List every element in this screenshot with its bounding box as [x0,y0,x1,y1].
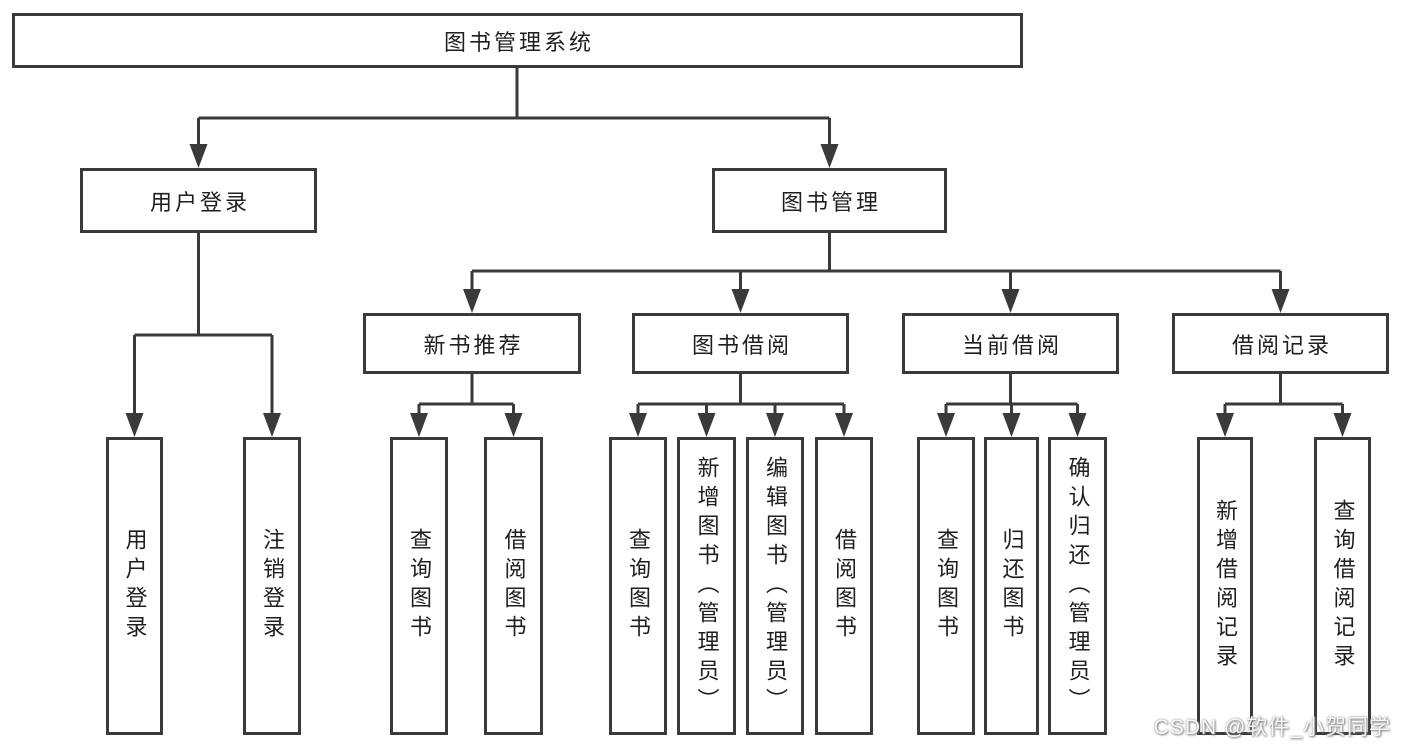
node-book-borrow: 图书借阅 [632,313,849,374]
leaf-cb-return-books-label: 归还图书 [999,528,1025,644]
arrowhead [189,144,208,168]
leaf-nbr-query-books-label: 查询图书 [407,528,432,644]
arrowhead [1271,289,1290,313]
arrowhead [835,413,853,437]
node-new-book-recommend-label: 新书推荐 [423,332,524,358]
leaf-user-login-label: 用户登录 [122,528,148,644]
connector-user-login-children [133,233,274,415]
leaf-br-add-record: 新增借阅记录 [1197,437,1253,735]
leaf-bb-borrow-books-label: 借阅图书 [832,528,857,644]
leaf-br-query-record: 查询借阅记录 [1314,437,1371,735]
node-new-book-recommend: 新书推荐 [363,313,581,374]
leaf-bb-edit-books-admin-label: 编辑图书（管理员） [763,455,788,717]
leaf-bb-query-books-label: 查询图书 [626,528,651,644]
connector-book-borrow-children [636,374,846,415]
leaf-logout-label: 注销登录 [260,528,285,644]
node-library-system: 图书管理系统 [12,13,1023,68]
node-book-management-label: 图书管理 [780,189,881,215]
node-borrow-records-label: 借阅记录 [1231,332,1332,358]
arrowhead [1002,413,1021,437]
node-user-login: 用户登录 [80,168,317,233]
connector-book-management-children [470,233,1282,291]
node-book-management: 图书管理 [712,168,947,233]
leaf-nbr-query-books: 查询图书 [390,437,448,735]
leaf-bb-add-books-admin: 新增图书（管理员） [677,437,736,735]
leaf-cb-query-books-label: 查询图书 [934,528,959,644]
leaf-bb-add-books-admin-label: 新增图书（管理员） [694,455,720,717]
node-current-borrow: 当前借阅 [902,313,1119,374]
arrowhead [629,413,647,437]
arrowhead [731,289,750,313]
arrowhead [820,144,839,168]
leaf-nbr-borrow-books: 借阅图书 [484,437,543,735]
node-book-borrow-label: 图书借阅 [691,332,792,358]
leaf-logout: 注销登录 [243,437,301,735]
arrowhead [463,289,481,313]
node-library-system-label: 图书管理系统 [443,29,594,55]
arrowhead [504,413,523,437]
leaf-cb-confirm-return-admin: 确认归还（管理员） [1048,437,1107,735]
leaf-br-query-record-label: 查询借阅记录 [1330,499,1356,673]
connector-root-to-level2 [197,68,831,150]
arrowhead [1333,413,1352,437]
connector-current-borrow-children [944,374,1079,415]
arrowhead [1068,413,1087,437]
node-current-borrow-label: 当前借阅 [961,332,1062,358]
node-borrow-records: 借阅记录 [1172,313,1389,374]
connector-borrow-records-children [1223,374,1344,415]
node-user-login-label: 用户登录 [149,189,250,215]
leaf-bb-edit-books-admin: 编辑图书（管理员） [746,437,804,735]
connector-new-book-recommend-children [417,374,515,415]
leaf-cb-confirm-return-admin-label: 确认归还（管理员） [1065,455,1091,717]
leaf-nbr-borrow-books-label: 借阅图书 [501,528,527,644]
arrowhead [1216,413,1234,437]
leaf-cb-query-books: 查询图书 [917,437,975,735]
arrowhead [125,413,144,437]
arrowhead [1001,289,1020,313]
leaf-cb-return-books: 归还图书 [984,437,1039,735]
watermark: CSDN @软件_小贺同学 [1153,716,1391,739]
leaf-user-login: 用户登录 [106,437,163,735]
leaf-bb-query-books: 查询图书 [609,437,667,735]
arrowhead [263,413,281,437]
arrowhead [410,413,428,437]
leaf-bb-borrow-books: 借阅图书 [815,437,873,735]
arrowhead [766,413,784,437]
arrowhead [937,413,955,437]
leaf-br-add-record-label: 新增借阅记录 [1213,499,1238,673]
arrowhead [697,413,716,437]
